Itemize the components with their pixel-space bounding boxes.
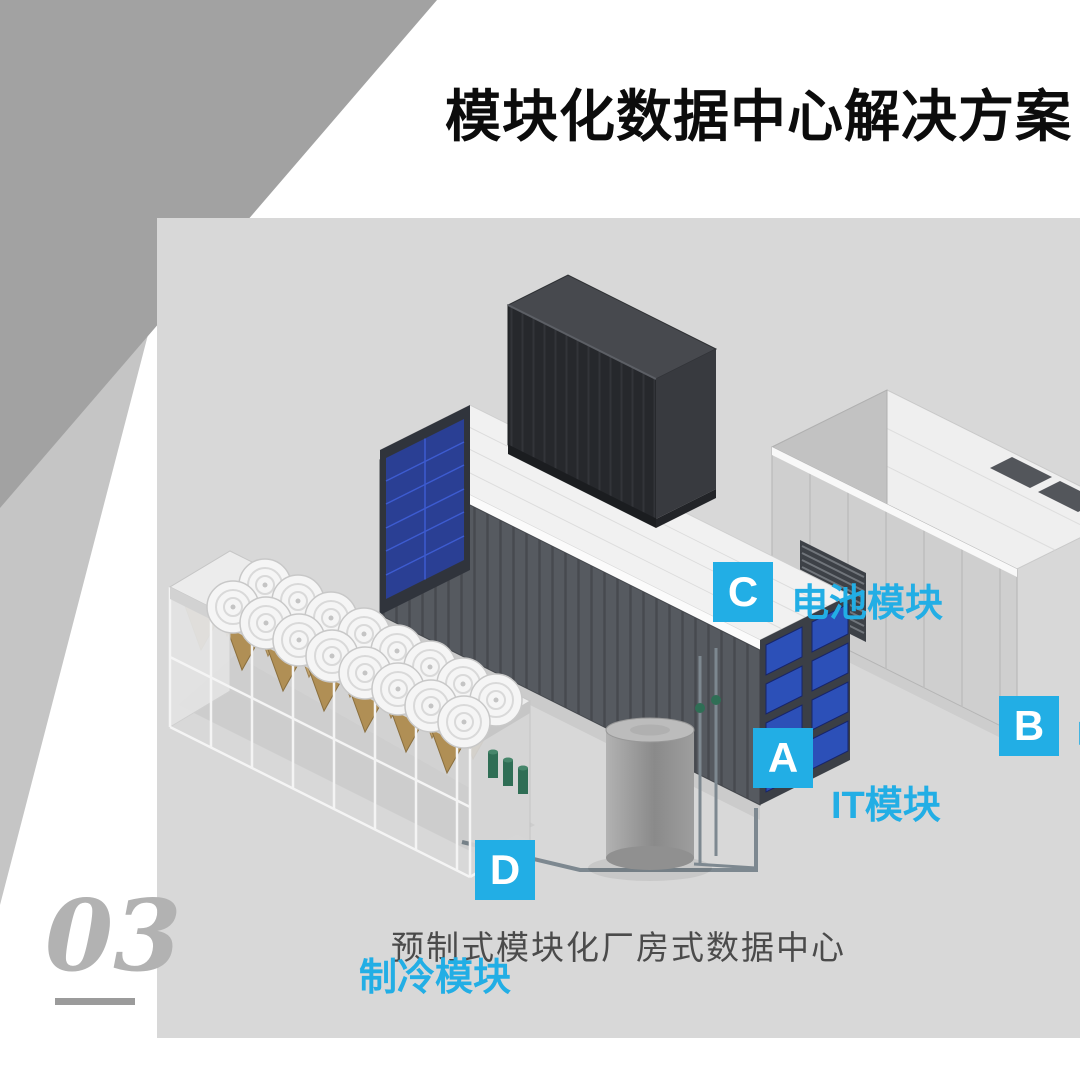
module-badge-a: A xyxy=(753,728,813,788)
cooling-module-illustration xyxy=(168,550,535,879)
datacenter-isometric-illustration xyxy=(168,274,1080,881)
roof-unit xyxy=(990,457,1052,488)
battery-module-illustration xyxy=(506,274,718,528)
module-name-it: IT模块 xyxy=(831,785,941,827)
module-name-battery: 电池模块 xyxy=(791,583,944,625)
cooling-frame xyxy=(168,587,531,879)
page-number-rule xyxy=(55,998,135,1005)
roof-unit xyxy=(1038,481,1080,512)
caption: 预制式模块化厂房式数据中心 xyxy=(391,929,846,966)
page-number: 03 xyxy=(45,879,182,994)
module-name-cooling: 制冷模块 xyxy=(359,957,512,999)
blue-panel-left xyxy=(380,405,470,615)
pump-units xyxy=(488,749,528,794)
riser-pipes-illustration xyxy=(693,648,757,870)
page-title: 模块化数据中心解决方案 xyxy=(445,85,1072,148)
illustration-panel: A IT模块 B 电力模块 C 电池模块 D 制冷模块 xyxy=(157,218,1080,1038)
water-tank-illustration xyxy=(588,717,712,881)
module-badge-d: D xyxy=(475,840,535,900)
module-badge-c: C xyxy=(713,562,773,622)
module-badge-b: B xyxy=(999,696,1059,756)
module-name-power: 电力模块 xyxy=(1075,705,1080,760)
